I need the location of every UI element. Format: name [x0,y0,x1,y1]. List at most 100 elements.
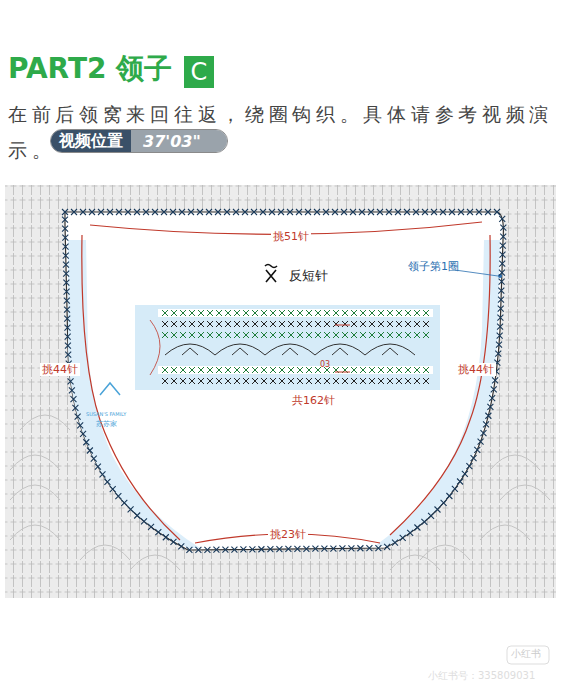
page-title: PART2 领子 [8,52,172,86]
edge-cross [75,414,81,420]
edge-cross [471,455,477,461]
stitch-cross [252,310,258,316]
edge-cross [104,479,110,485]
edge-cross [197,209,203,215]
edge-cross [303,546,309,552]
edge-cross [467,209,473,215]
stitch-cross [369,321,375,327]
reverse-sc-symbol [265,265,277,283]
edge-cross [458,209,464,215]
stitch-cross [198,310,204,316]
stitch-cross [423,321,429,327]
pickup-count: 挑51针 [271,230,311,243]
edge-cross [63,244,69,250]
edge-cross [498,306,504,312]
edge-cross [357,545,363,551]
stitch-cross [207,310,213,316]
stitch-cross [414,310,420,316]
stitch-cross [360,332,366,338]
stitch-cross [180,367,186,373]
stitch-cross [270,310,276,316]
edge-cross [496,342,502,348]
edge-cross [499,270,505,276]
edge-cross [233,209,239,215]
stitch-cross [306,332,312,338]
stitch-cross [171,367,177,373]
edge-cross [63,280,69,286]
stitch-cross [270,367,276,373]
edge-cross [457,478,463,484]
stitch-cross [234,367,240,373]
edge-cross [359,209,365,215]
stitch-cross [243,321,249,327]
edge-cross [69,387,75,393]
edge-cross [134,513,140,519]
stitch-cross [270,378,276,384]
edge-cross [240,546,246,552]
edge-cross [251,209,257,215]
edge-cross [323,209,329,215]
edge-cross [64,307,70,313]
logo-mark [100,383,120,395]
stitch-cross [351,367,357,373]
stitch-cross [396,367,402,373]
row-number: 03 [320,360,330,370]
stitch-cross [423,367,429,373]
pickup-count: 挑44针 [456,363,496,376]
watermark: 小红书号：335809031 [428,670,535,682]
edge-cross [366,545,372,551]
video-label: 视频位置 [51,130,131,152]
pickup-count: 挑23针 [268,528,308,541]
edge-cross [330,546,336,552]
edge-cross [500,234,506,240]
stitch-cross [360,310,366,316]
edge-cross [163,534,169,540]
stitch-cross [279,310,285,316]
stitch-cross [396,321,402,327]
edge-cross [497,333,503,339]
stitch-cross [423,378,429,384]
stitch-cross [243,378,249,384]
video-position-pill: 视频位置37'03" [50,129,228,153]
edge-cross [64,325,70,331]
stitch-cross [351,332,357,338]
stitch-cross [207,321,213,327]
edge-cross [499,216,505,222]
stitch-cross [333,310,339,316]
edge-cross [428,513,434,519]
stitch-cross [162,367,168,373]
edge-cross [155,529,161,535]
stitch-cross [180,321,186,327]
stitch-cross [171,332,177,338]
stitch-cross [306,310,312,316]
edge-cross [222,547,228,553]
edge-cross [215,209,221,215]
stitch-cross [342,332,348,338]
edge-cross [497,324,503,330]
edge-cross [478,439,484,445]
edge-cross [99,471,105,477]
stitch-cross [405,310,411,316]
edge-cross [500,225,506,231]
stitch-cross [216,321,222,327]
stitch-cross [279,332,285,338]
edge-cross [296,209,302,215]
stitch-cross [297,310,303,316]
stitch-ground [5,185,556,598]
edge-cross [497,315,503,321]
stitch-cross [360,378,366,384]
edge-cross [186,547,192,553]
stitch-cross [378,321,384,327]
edge-cross [466,463,472,469]
stitch-cross [342,378,348,384]
stitch-cross [198,332,204,338]
edge-cross [413,209,419,215]
stitch-cross [225,378,231,384]
edge-cross [62,235,68,241]
stitch-cross [198,378,204,384]
stitch-cross [216,367,222,373]
stitch-cross [387,321,393,327]
stitch-cross [225,321,231,327]
inset-arrows [335,325,350,372]
stitch-cross [396,332,402,338]
